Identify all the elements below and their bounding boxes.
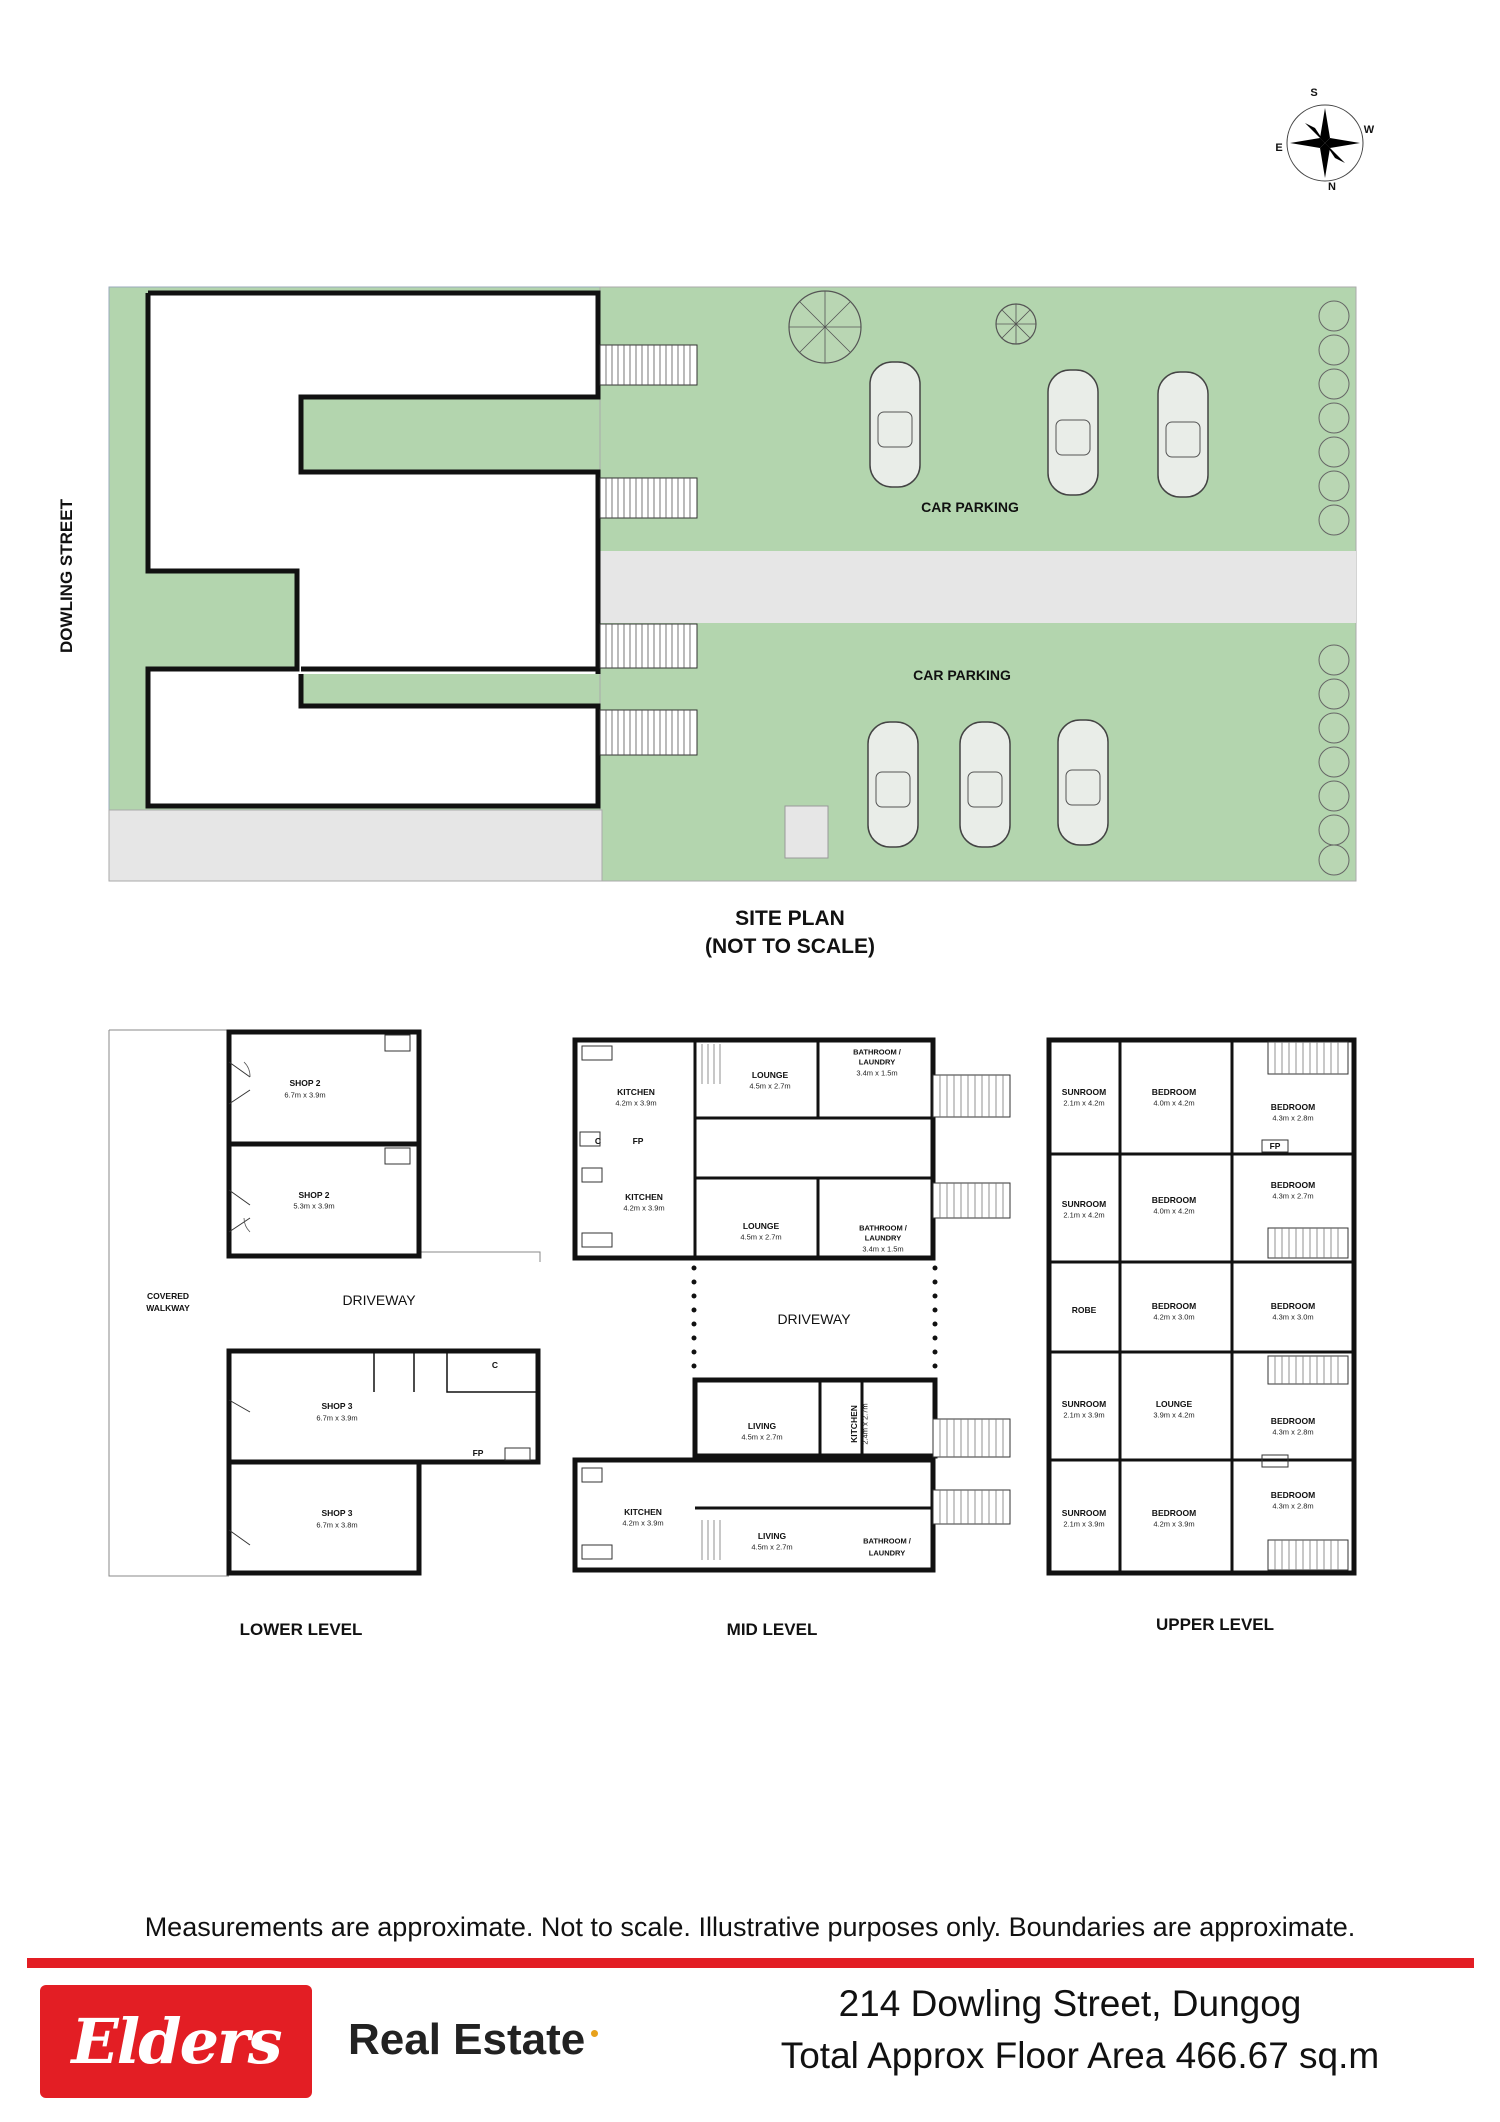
upper-robe-name: ROBE (1071, 1305, 1097, 1315)
footer-divider (27, 1958, 1474, 1968)
upper-bedroom-8-name: BEDROOM (1151, 1508, 1197, 1518)
lower-room-shop3a-dim: 6.7m x 3.9m (316, 1413, 358, 1423)
upper-bedroom-9-name: BEDROOM (1270, 1490, 1316, 1500)
mid-level-plan: KITCHEN 4.2m x 3.9m LOUNGE 4.5m x 2.7m B… (572, 1037, 1011, 1639)
upper-bedroom-6-name: BEDROOM (1270, 1301, 1316, 1311)
site-plan-subtitle: (NOT TO SCALE) (705, 935, 875, 958)
upper-bedroom-4-name: BEDROOM (1270, 1180, 1316, 1190)
lower-room-shop3b-dim: 6.7m x 3.8m (316, 1520, 358, 1530)
mid-kitchen-1-name: KITCHEN (617, 1087, 655, 1097)
lower-room-shop3a-name: SHOP 3 (321, 1401, 353, 1411)
mid-bath-2-name: BATHROOM / (859, 1223, 907, 1233)
lower-room-shop2b-dim: 5.3m x 3.9m (293, 1201, 335, 1211)
mid-kitchen-1-dim: 4.2m x 3.9m (615, 1098, 657, 1108)
brand-text: Real Estate (348, 2015, 586, 2064)
elders-logo: Elders (40, 1985, 312, 2098)
mid-bath-2-dim: 3.4m x 1.5m (862, 1244, 904, 1254)
mid-living-2-name: LIVING (757, 1531, 787, 1541)
lower-driveway: DRIVEWAY (342, 1292, 416, 1308)
compass: S W E N (1270, 87, 1380, 198)
mid-bath-1-dim: 3.4m x 1.5m (856, 1068, 898, 1078)
upper-bedroom-2-dim: 4.3m x 2.8m (1272, 1113, 1314, 1123)
upper-bedroom-9-dim: 4.3m x 2.8m (1272, 1501, 1314, 1511)
car-parking-label-2: CAR PARKING (913, 667, 1011, 683)
lower-room-shop3b-name: SHOP 3 (321, 1508, 353, 1518)
mid-kitchen-4-name: KITCHEN (624, 1507, 662, 1517)
upper-lounge-dim: 3.9m x 4.2m (1153, 1410, 1195, 1420)
mid-level-drawing (572, 1037, 1011, 1573)
mid-fireplace-label: FP (632, 1136, 644, 1146)
mid-lounge-1-dim: 4.5m x 2.7m (749, 1081, 791, 1091)
upper-bedroom-1-dim: 4.0m x 4.2m (1153, 1098, 1195, 1108)
upper-sunroom-3-dim: 2.1m x 3.9m (1063, 1410, 1105, 1420)
upper-level-drawing (1046, 1037, 1357, 1576)
lower-covered-walkway-2: WALKWAY (146, 1303, 190, 1313)
mid-kitchen-4-dim: 4.2m x 3.9m (622, 1518, 664, 1528)
upper-bedroom-7-dim: 4.3m x 2.8m (1272, 1427, 1314, 1437)
upper-sunroom-4-dim: 2.1m x 3.9m (1063, 1519, 1105, 1529)
brand-dot (591, 2030, 598, 2037)
property-address: 214 Dowling Street, Dungog (838, 1983, 1302, 2024)
mid-bath-3-name: BATHROOM / (863, 1536, 911, 1546)
upper-bedroom-2-name: BEDROOM (1270, 1102, 1316, 1112)
mid-bath-1-name: BATHROOM / (853, 1047, 901, 1057)
site-plan-drawing (108, 286, 1357, 882)
lower-room-shop2b-name: SHOP 2 (298, 1190, 330, 1200)
mid-closet-label: C (594, 1136, 602, 1146)
lower-room-shop2a-dim: 6.7m x 3.9m (284, 1090, 326, 1100)
upper-bedroom-8-dim: 4.2m x 3.9m (1153, 1519, 1195, 1529)
compass-rose-icon (1286, 104, 1364, 182)
upper-sunroom-2-name: SUNROOM (1061, 1199, 1107, 1209)
lower-closet-label: C (491, 1360, 499, 1370)
upper-sunroom-3-name: SUNROOM (1061, 1399, 1107, 1409)
lower-level-drawing (108, 1029, 541, 1577)
compass-e: E (1275, 142, 1283, 154)
mid-level-title: MID LEVEL (726, 1620, 818, 1639)
mid-bath-3-name2: LAUNDRY (868, 1548, 906, 1558)
upper-lounge-name: LOUNGE (1155, 1399, 1193, 1409)
mid-lounge-2-name: LOUNGE (742, 1221, 780, 1231)
site-plan: DOWLING STREET CAR PARKING CAR PARKING S… (0, 0, 1500, 960)
upper-bedroom-3-dim: 4.0m x 4.2m (1153, 1206, 1195, 1216)
upper-sunroom-1-name: SUNROOM (1061, 1087, 1107, 1097)
mid-driveway: DRIVEWAY (777, 1311, 851, 1327)
mid-bath-2-name2: LAUNDRY (864, 1233, 902, 1243)
upper-bedroom-3-name: BEDROOM (1151, 1195, 1197, 1205)
upper-bedroom-1-name: BEDROOM (1151, 1087, 1197, 1097)
mid-living-1-dim: 4.5m x 2.7m (741, 1432, 783, 1442)
mid-living-1-name: LIVING (747, 1421, 777, 1431)
mid-bath-1-name2: LAUNDRY (858, 1057, 896, 1067)
upper-level-plan: SUNROOM 2.1m x 4.2m BEDROOM 4.0m x 4.2m … (1046, 1037, 1357, 1634)
floor-area: Total Approx Floor Area 466.67 sq.m (780, 2035, 1380, 2076)
site-plan-title: SITE PLAN (735, 907, 845, 930)
lower-covered-walkway-1: COVERED (146, 1291, 190, 1301)
upper-bedroom-5-dim: 4.2m x 3.0m (1153, 1312, 1195, 1322)
upper-bedroom-5-name: BEDROOM (1151, 1301, 1197, 1311)
disclaimer: Measurements are approximate. Not to sca… (144, 1912, 1356, 1942)
upper-bedroom-7-name: BEDROOM (1270, 1416, 1316, 1426)
compass-s: S (1310, 87, 1318, 99)
mid-kitchen-2-dim: 4.2m x 3.9m (623, 1203, 665, 1213)
upper-sunroom-2-dim: 2.1m x 4.2m (1063, 1210, 1105, 1220)
upper-sunroom-4-name: SUNROOM (1061, 1508, 1107, 1518)
upper-bedroom-6-dim: 4.3m x 3.0m (1272, 1312, 1314, 1322)
mid-living-2-dim: 4.5m x 2.7m (751, 1542, 793, 1552)
upper-fireplace-label: FP (1269, 1141, 1281, 1151)
lower-fireplace-label: FP (472, 1448, 484, 1458)
mid-kitchen-2-name: KITCHEN (625, 1192, 663, 1202)
compass-w: W (1363, 124, 1375, 136)
mid-lounge-2-dim: 4.5m x 2.7m (740, 1232, 782, 1242)
upper-level-title: UPPER LEVEL (1155, 1615, 1275, 1634)
upper-bedroom-4-dim: 4.3m x 2.7m (1272, 1191, 1314, 1201)
mid-lounge-1-name: LOUNGE (751, 1070, 789, 1080)
car-parking-label-1: CAR PARKING (921, 499, 1019, 515)
elders-logo-text: Elders (71, 2005, 282, 2078)
lower-level-title: LOWER LEVEL (239, 1620, 363, 1639)
compass-n: N (1328, 181, 1336, 193)
lower-room-shop2a-name: SHOP 2 (289, 1078, 321, 1088)
lower-level-plan: SHOP 2 6.7m x 3.9m SHOP 2 5.3m x 3.9m SH… (0, 0, 560, 1660)
upper-sunroom-1-dim: 2.1m x 4.2m (1063, 1098, 1105, 1108)
